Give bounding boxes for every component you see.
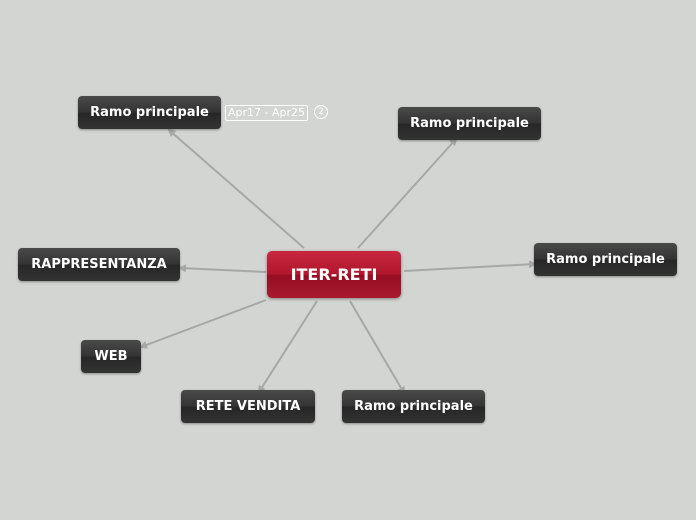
link-rete-vendita <box>257 300 318 394</box>
link-bottom-right <box>349 300 406 395</box>
branch-node-web[interactable]: WEB <box>81 340 141 373</box>
branch-node-rete-vendita[interactable]: RETE VENDITA <box>181 390 315 423</box>
link-top-left <box>167 128 305 249</box>
date-range-tag: Apr17 - Apr25 <box>225 105 309 121</box>
branch-node-top-left[interactable]: Ramo principale <box>78 96 221 129</box>
link-rappresentanza <box>178 264 267 273</box>
link-top-right <box>357 137 458 249</box>
branch-node-right[interactable]: Ramo principale <box>534 243 677 276</box>
branch-node-rappresentanza[interactable]: RAPPRESENTANZA <box>18 248 180 281</box>
branch-node-top-right[interactable]: Ramo principale <box>398 107 541 140</box>
branch-node-bottom-right[interactable]: Ramo principale <box>342 390 485 423</box>
count-badge: 2 <box>314 105 328 119</box>
link-right <box>403 260 537 272</box>
link-web <box>139 299 267 349</box>
central-node[interactable]: ITER-RETI <box>267 251 401 298</box>
